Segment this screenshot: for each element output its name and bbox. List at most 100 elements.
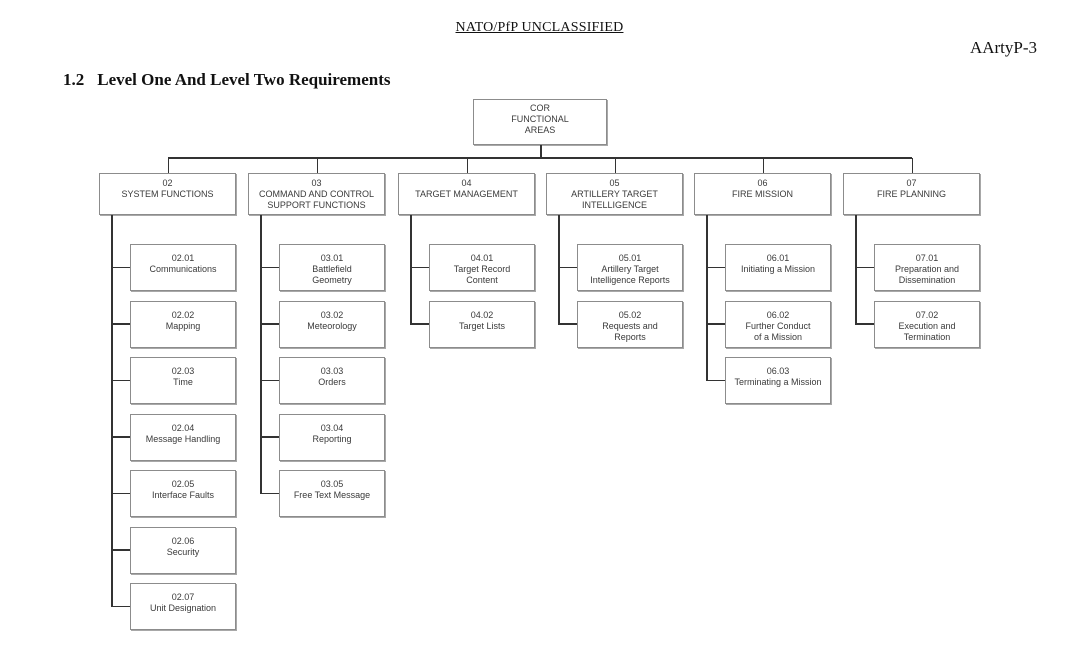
- child-box-code: 03.01: [320, 253, 344, 263]
- root-drop-line: [540, 145, 542, 158]
- child-box-label: Execution and Termination: [898, 320, 956, 342]
- child-box-label: Meteorology: [307, 320, 357, 331]
- child-stub-line: [706, 379, 726, 382]
- child-box-code: 04.01: [470, 253, 494, 263]
- branch-drop-line: [316, 158, 318, 173]
- child-box-code: 02.07: [171, 592, 195, 602]
- child-box-label: Interface Faults: [151, 490, 215, 500]
- child-stub-line: [558, 323, 578, 325]
- child-stub-line: [111, 379, 131, 382]
- child-stub-line: [111, 492, 131, 495]
- branch-drop-line: [167, 158, 169, 173]
- child-stub-line: [855, 266, 875, 269]
- child-box-label: Communications: [149, 264, 217, 274]
- section-number: 1.2: [63, 70, 85, 89]
- trunk-line: [706, 215, 708, 381]
- child-box-label: Unit Designation: [149, 603, 217, 613]
- child-box-code: 02.02: [171, 309, 195, 320]
- level1-box-title: SYSTEM FUNCTIONS: [121, 189, 214, 199]
- document-reference: AArtyP-3: [969, 38, 1037, 57]
- root-box-label: COR FUNCTIONAL AREAS: [511, 103, 569, 135]
- child-stub-line: [111, 605, 131, 608]
- child-box-code: 02.05: [171, 479, 195, 489]
- level1-box-title: COMMAND AND CONTROL SUPPORT FUNCTIONS: [258, 189, 374, 210]
- level1-box-code: 06: [757, 178, 768, 188]
- child-box-code: 03.05: [320, 479, 344, 489]
- child-stub-line: [111, 436, 131, 438]
- child-box-label: Mapping: [165, 320, 201, 331]
- child-box-label: Preparation and Dissemination: [894, 264, 960, 285]
- child-box-code: 03.04: [320, 422, 344, 433]
- child-box-code: 02.03: [171, 366, 195, 376]
- child-box-code: 02.06: [171, 535, 195, 546]
- child-stub-line: [558, 266, 578, 269]
- child-box-code: 05.02: [618, 309, 642, 320]
- child-box-label: Initiating a Mission: [740, 264, 816, 274]
- level1-box-title: FIRE PLANNING: [876, 189, 946, 199]
- trunk-line: [111, 215, 113, 607]
- level1-box-code: 05: [609, 178, 620, 188]
- child-box-label: Further Conduct of a Mission: [745, 320, 811, 342]
- child-box-label: Artillery Target Intelligence Reports: [590, 264, 670, 285]
- child-box-code: 03.03: [320, 366, 344, 376]
- child-stub-line: [111, 549, 131, 551]
- branch-drop-line: [762, 158, 764, 173]
- trunk-line: [260, 215, 262, 494]
- child-box-code: 02.04: [171, 422, 195, 433]
- level1-box-code: 04: [461, 178, 472, 188]
- child-box-code: 06.03: [766, 366, 790, 376]
- child-box-label: Time: [173, 377, 193, 387]
- child-box-label: Message Handling: [145, 433, 221, 444]
- child-box-label: Target Record Content: [453, 264, 511, 285]
- child-stub-line: [706, 323, 726, 325]
- child-stub-line: [260, 323, 280, 325]
- child-box-code: 06.01: [766, 253, 790, 263]
- level1-box-code: 03: [311, 178, 322, 188]
- level1-box-title: ARTILLERY TARGET INTELLIGENCE: [571, 189, 658, 210]
- child-stub-line: [260, 379, 280, 382]
- child-stub-line: [855, 323, 875, 325]
- box-cor-functional-areas: COR FUNCTIONAL AREAS: [473, 99, 607, 145]
- child-box-code: 03.02: [320, 309, 344, 320]
- child-stub-line: [260, 266, 280, 269]
- level1-box-code: 02: [162, 178, 173, 188]
- branch-drop-line: [466, 158, 468, 173]
- child-box-code: 04.02: [470, 309, 494, 320]
- level1-box-title: TARGET MANAGEMENT: [415, 189, 518, 199]
- trunk-line: [410, 215, 412, 324]
- child-box-code: 06.02: [766, 309, 790, 320]
- child-stub-line: [111, 266, 131, 269]
- child-box-label: Battlefield Geometry: [312, 264, 352, 285]
- child-stub-line: [410, 323, 430, 325]
- branch-drop-line: [614, 158, 616, 173]
- child-stub-line: [260, 492, 280, 495]
- level1-box-code: 07: [906, 178, 917, 188]
- level1-box-title: FIRE MISSION: [731, 189, 793, 199]
- child-box-label: Terminating a Mission: [734, 377, 822, 387]
- child-stub-line: [111, 323, 131, 325]
- child-box-code: 07.02: [915, 309, 939, 320]
